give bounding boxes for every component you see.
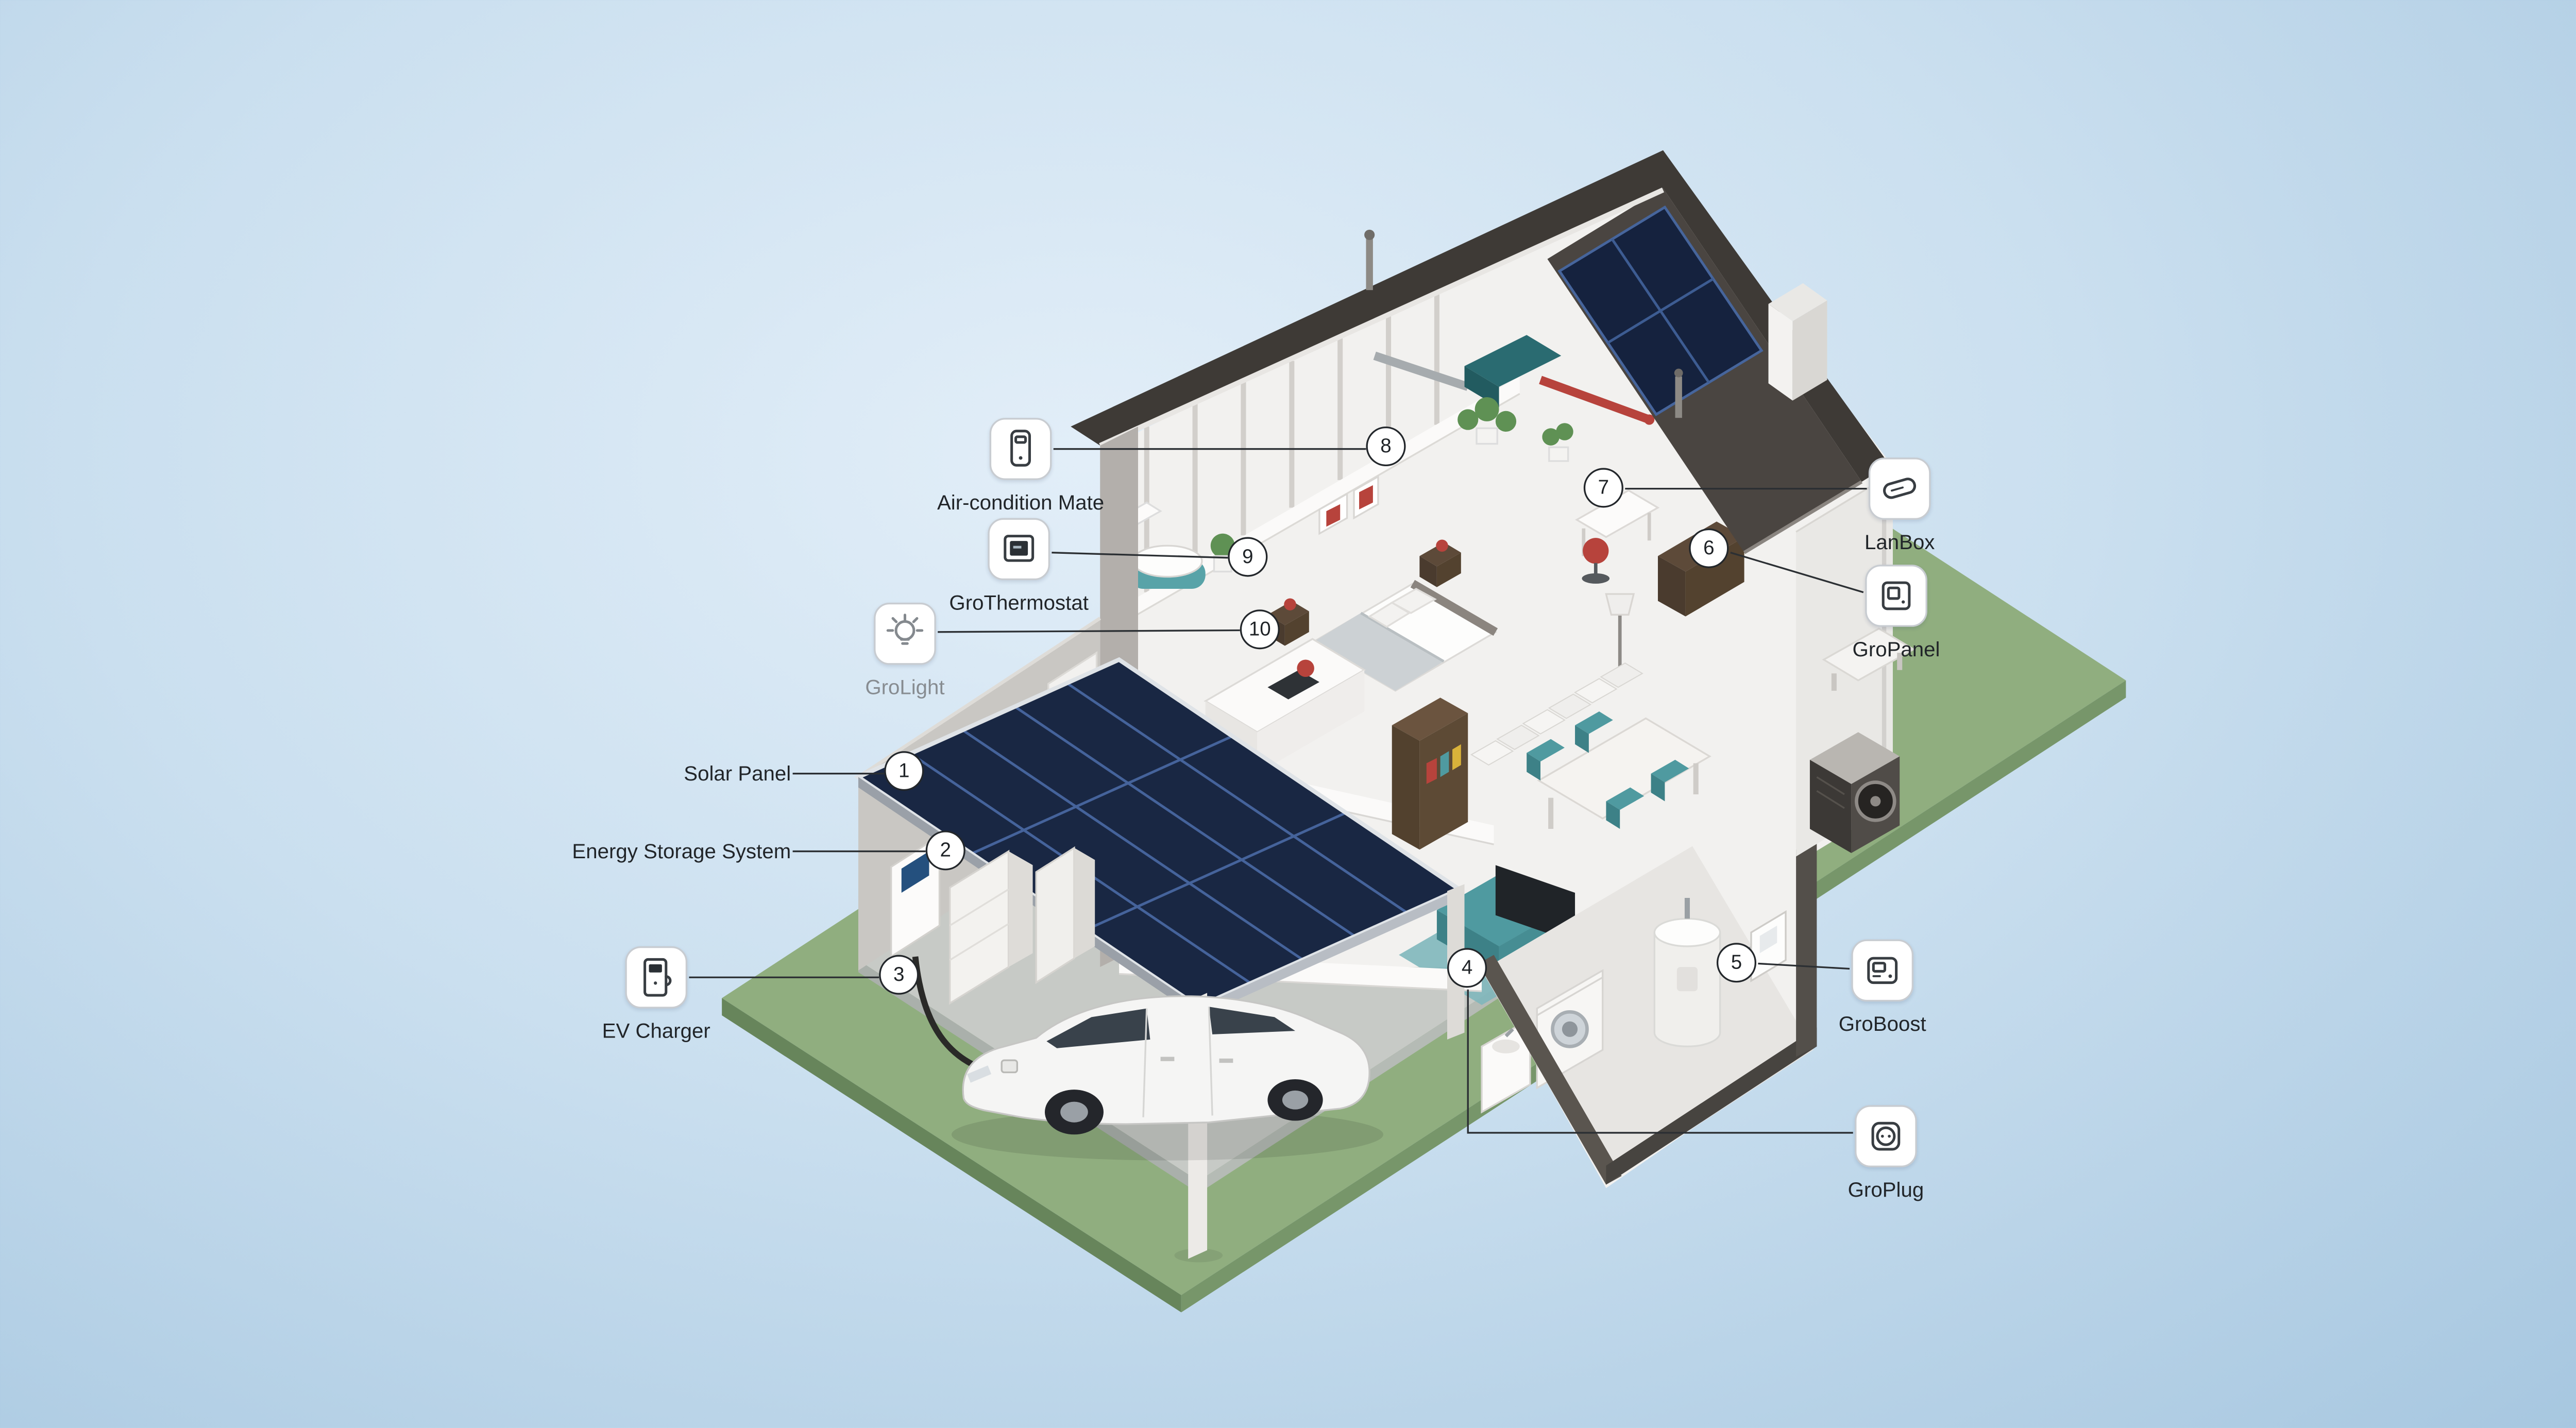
wall-ev-charger [890,834,941,959]
grothermostat-label: GroThermostat [949,590,1089,615]
ev-car [951,995,1383,1161]
device-tile-ev-charger[interactable] [625,946,688,1009]
leader-lines [689,448,1867,1134]
air-condition-mate-label: Air-condition Mate [937,490,1105,515]
marker-7-lanbox[interactable]: 7 [1583,468,1623,508]
garden-bench [1822,627,1916,691]
marker-5-groboost[interactable]: 5 [1716,943,1757,983]
device-tile-groboost[interactable] [1851,939,1914,1002]
device-tile-lanbox[interactable] [1868,457,1931,520]
device-tile-grothermostat[interactable] [988,518,1050,581]
gropanel-label: GroPanel [1852,637,1940,661]
device-tile-groplug[interactable] [1855,1105,1917,1167]
lanbox-icon [1883,478,1917,499]
air-condition-mate-icon [1010,430,1031,467]
roof-solar-array [1557,205,1764,416]
marker-2-energy-storage[interactable]: 2 [925,830,965,871]
marker-8-ac-mate[interactable]: 8 [1366,426,1406,467]
wall-art [1318,475,1379,535]
groboost-label: GroBoost [1838,1012,1926,1036]
bookshelf [1392,698,1468,850]
marker-4-groplug[interactable]: 4 [1447,948,1487,988]
marker-6-gropanel[interactable]: 6 [1689,528,1729,568]
roof-vent [1768,283,1827,401]
ev-charger-icon [643,958,672,997]
marker-1-solar-panel[interactable]: 1 [884,751,924,791]
energy-storage-cabinets [948,846,1095,1005]
marker-9-grothermostat[interactable]: 9 [1228,537,1268,577]
solar-panel-label: Solar Panel [684,761,791,786]
marker-3-ev-charger[interactable]: 3 [879,955,919,995]
grolight-label: GroLight [865,675,945,700]
groplug-socket-icon [1871,1121,1901,1151]
attic-plants [1458,397,1573,462]
groboost-icon [1867,957,1898,984]
hvac-unit [1373,335,1655,425]
stairs [1470,662,1643,766]
dining-set [1527,711,1711,829]
ev-charger-label: EV Charger [602,1018,710,1043]
energy-storage-label: Energy Storage System [572,839,791,864]
marker-10-grolight[interactable]: 10 [1240,609,1280,650]
device-tile-grolight[interactable] [874,602,936,665]
heat-pump [1809,732,1900,853]
basement-cut-walls [1478,839,1817,1185]
gropanel-icon [1882,581,1911,610]
bed [1311,580,1498,692]
groplug-label: GroPlug [1848,1178,1924,1202]
device-tile-air-condition-mate[interactable] [989,418,1052,480]
light-bulb-icon [886,614,924,645]
thermostat-icon [1004,535,1035,562]
device-tile-gropanel[interactable] [1865,565,1927,627]
utility-sink [1481,1017,1531,1114]
roof-antennas [1364,229,1683,418]
lanbox-label: LanBox [1864,530,1935,555]
